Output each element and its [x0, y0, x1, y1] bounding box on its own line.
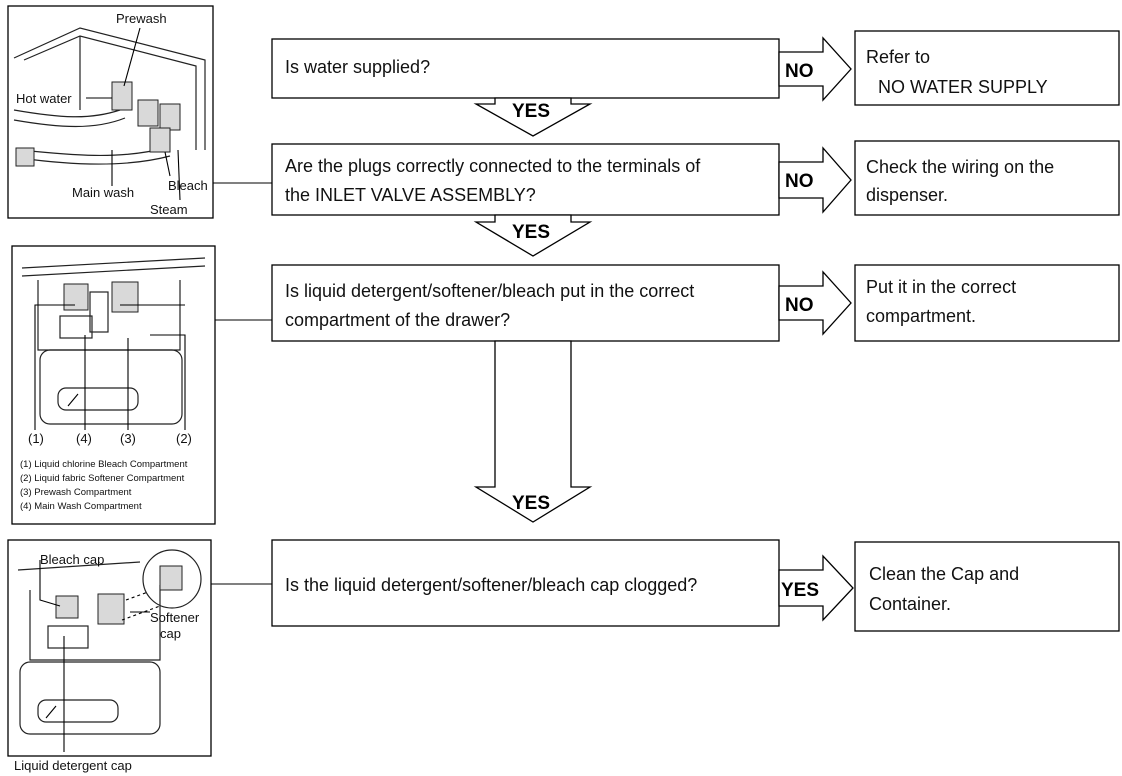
branch-label-1: NO [785, 61, 814, 82]
result-box-2 [854, 140, 1120, 216]
label-prewash: Prewash [116, 11, 167, 26]
softener-cap-shape [97, 593, 125, 625]
yes-label-3: YES [512, 493, 550, 514]
valve-block-prewash [111, 81, 133, 111]
bleach-cap-shape [55, 595, 79, 619]
number-4: (4) [76, 431, 92, 446]
number-1: (1) [28, 431, 44, 446]
drawer-handle [57, 387, 139, 411]
detail-magnifier [142, 549, 202, 609]
compartment-softener [111, 281, 139, 313]
yes-arrow-1 [473, 97, 593, 137]
legend-line-4: (4) Main Wash Compartment [20, 501, 142, 512]
result-3-line-1: Put it in the correct [866, 277, 1016, 297]
drawer-compartments-illustration: (1) (4) (3) (2) (1) Liquid chlorine Blea… [11, 245, 216, 525]
result-4-line-1: Clean the Cap and [869, 564, 1019, 584]
yes-label-1: YES [512, 101, 550, 122]
label-bleach: Bleach [168, 178, 208, 193]
question-2-line-2: the INLET VALVE ASSEMBLY? [285, 185, 536, 205]
result-3-line-2: compartment. [866, 306, 976, 326]
question-3-line-1: Is liquid detergent/softener/bleach put … [285, 281, 694, 301]
result-2-line-2: dispenser. [866, 185, 948, 205]
valve-block [149, 127, 171, 153]
question-box-4 [271, 539, 780, 627]
result-box-1 [854, 30, 1120, 106]
legend-line-2: (2) Liquid fabric Softener Compartment [20, 473, 185, 484]
legend-line-3: (3) Prewash Compartment [20, 487, 132, 498]
branch-label-4: YES [781, 580, 819, 601]
result-box-4 [854, 541, 1120, 632]
yes-arrow-3 [473, 340, 593, 523]
yes-label-2: YES [512, 222, 550, 243]
branch-arrow-1 [778, 36, 852, 102]
label-softener: Softener [150, 610, 200, 625]
branch-arrow-2 [778, 146, 852, 214]
label-cap: cap [160, 626, 181, 641]
result-1-line-1: Refer to [866, 47, 930, 67]
valve-block [137, 99, 159, 127]
result-4-line-2: Container. [869, 594, 951, 614]
valve-body-outline [13, 27, 206, 150]
number-2: (2) [176, 431, 192, 446]
question-3-line-2: compartment of the drawer? [285, 310, 510, 330]
label-hot-water: Hot water [16, 91, 72, 106]
question-box-1 [271, 38, 780, 99]
question-box-3 [271, 264, 780, 342]
connector [15, 147, 35, 167]
branch-label-2: NO [785, 171, 814, 192]
drawer-front [39, 349, 183, 425]
branch-arrow-4 [778, 554, 854, 622]
result-1-line-2: NO WATER SUPPLY [878, 77, 1048, 97]
question-1-text: Is water supplied? [285, 57, 430, 77]
question-4-text: Is the liquid detergent/softener/bleach … [285, 575, 697, 595]
number-3: (3) [120, 431, 136, 446]
question-2-line-1: Are the plugs correctly connected to the… [285, 156, 701, 176]
branch-arrow-3 [778, 270, 852, 336]
label-main-wash: Main wash [72, 185, 134, 200]
label-liquid-detergent-cap: Liquid detergent cap [14, 758, 132, 773]
result-2-line-1: Check the wiring on the [866, 157, 1054, 177]
branch-label-3: NO [785, 295, 814, 316]
legend-line-1: (1) Liquid chlorine Bleach Compartment [20, 459, 188, 470]
caps-drawer-front [19, 661, 161, 735]
label-steam: Steam [150, 202, 188, 217]
result-box-3 [854, 264, 1120, 342]
compartment-bleach [63, 283, 89, 311]
valve-block [159, 103, 181, 131]
inlet-valve-illustration: Prewash Hot water Main wash Bleach Steam [7, 5, 214, 219]
question-box-2 [271, 143, 780, 216]
caps-illustration: Bleach cap Softener cap Liquid detergent… [7, 539, 212, 773]
yes-arrow-2 [473, 214, 593, 257]
label-bleach-cap: Bleach cap [40, 552, 104, 567]
